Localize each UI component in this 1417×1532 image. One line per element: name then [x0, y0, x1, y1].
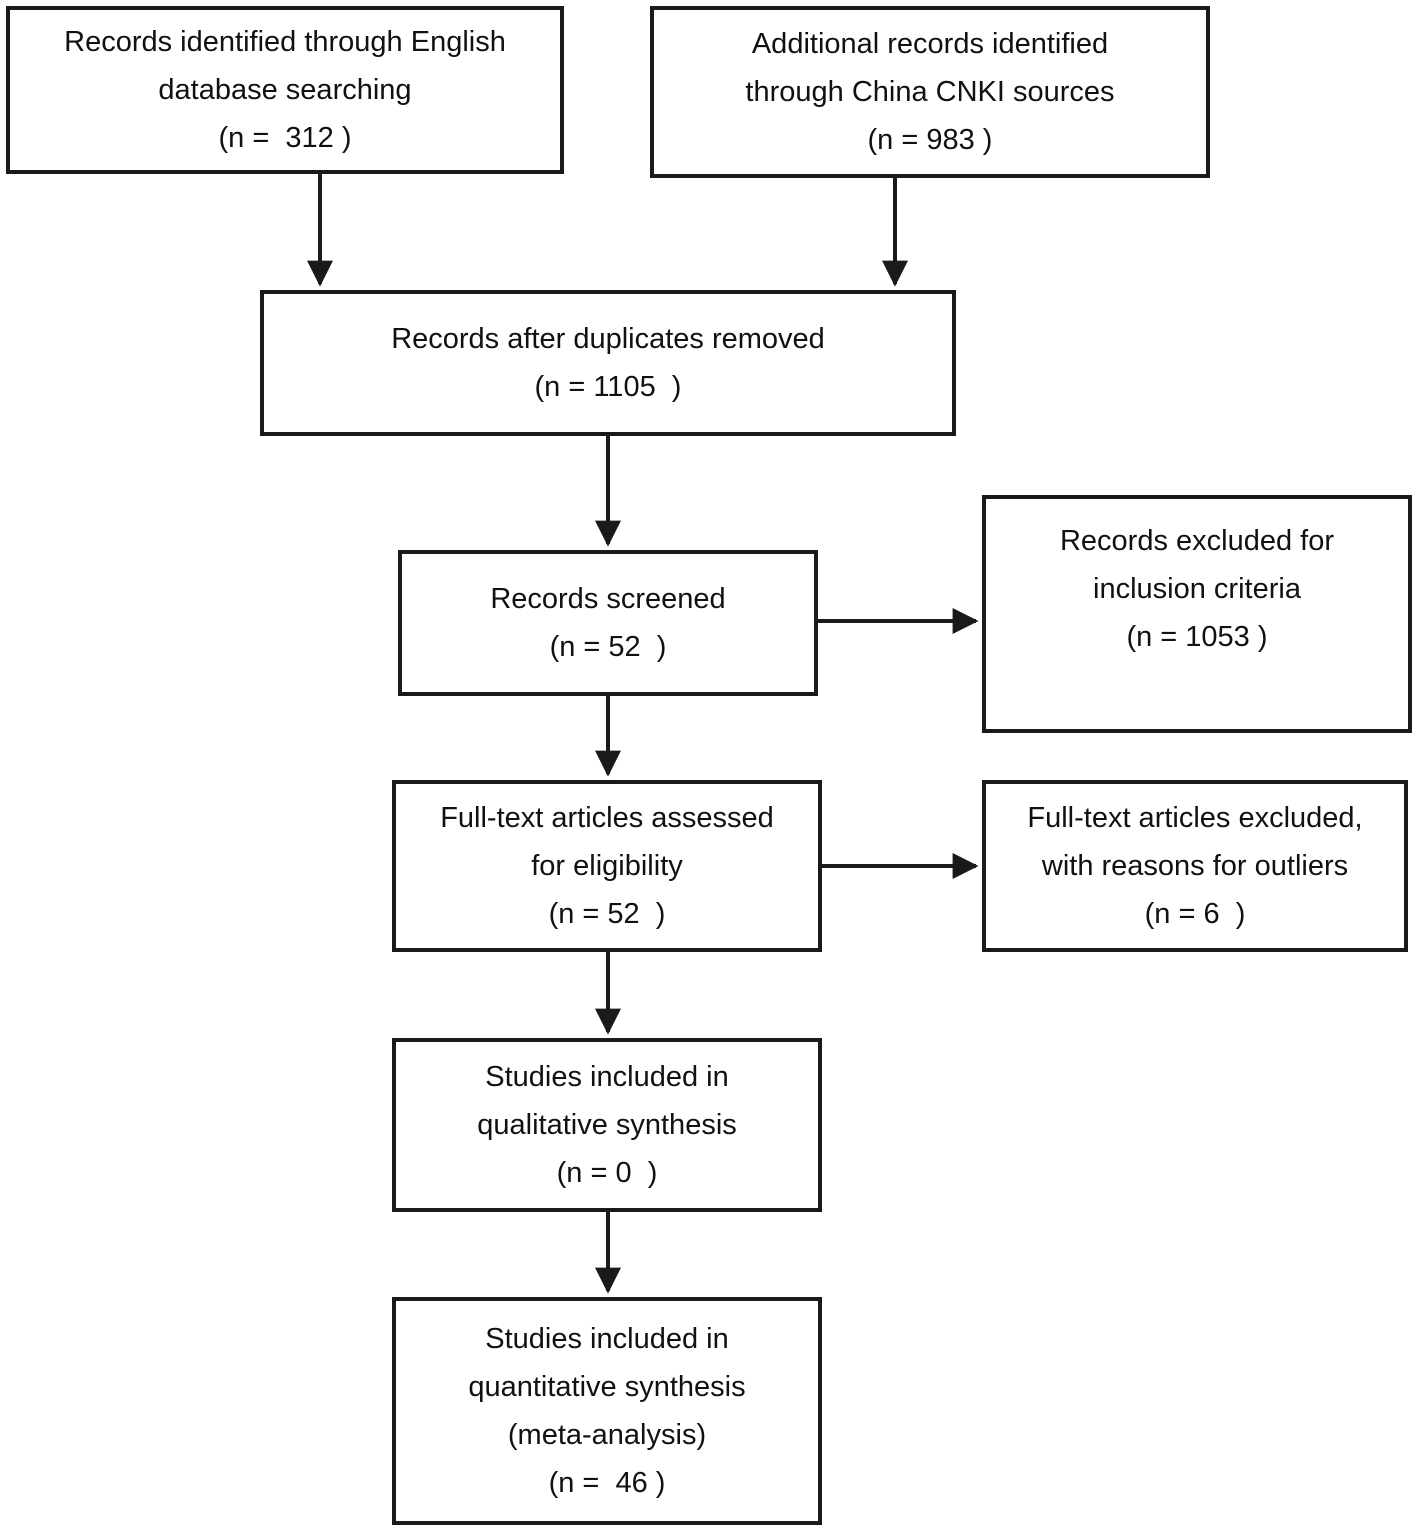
box-fulltext-assessed: Full-text articles assessed for eligibil…	[392, 780, 822, 952]
box-qualitative-synthesis: Studies included in qualitative synthesi…	[392, 1038, 822, 1212]
box-additional-records-cnki-label: Additional records identified through Ch…	[745, 28, 1115, 156]
box-records-excluded-label: Records excluded for inclusion criteria …	[1059, 525, 1335, 653]
box-records-identified-english-label: Records identified through English datab…	[64, 26, 506, 154]
box-quantitative-synthesis: Studies included in quantitative synthes…	[392, 1297, 822, 1525]
box-records-identified-english: Records identified through English datab…	[6, 6, 564, 174]
box-records-excluded: Records excluded for inclusion criteria …	[982, 495, 1412, 733]
box-records-screened-label: Records screened (n = 52 )	[490, 583, 726, 663]
box-records-after-duplicates-removed-label: Records after duplicates removed (n = 11…	[391, 323, 825, 403]
box-fulltext-assessed-label: Full-text articles assessed for eligibil…	[440, 802, 774, 930]
box-qualitative-synthesis-label: Studies included in qualitative synthesi…	[477, 1061, 737, 1189]
box-fulltext-excluded: Full-text articles excluded, with reason…	[982, 780, 1408, 952]
box-records-after-duplicates-removed: Records after duplicates removed (n = 11…	[260, 290, 956, 436]
box-quantitative-synthesis-label: Studies included in quantitative synthes…	[468, 1323, 746, 1499]
box-additional-records-cnki: Additional records identified through Ch…	[650, 6, 1210, 178]
box-records-screened: Records screened (n = 52 )	[398, 550, 818, 696]
box-fulltext-excluded-label: Full-text articles excluded, with reason…	[1027, 802, 1363, 930]
